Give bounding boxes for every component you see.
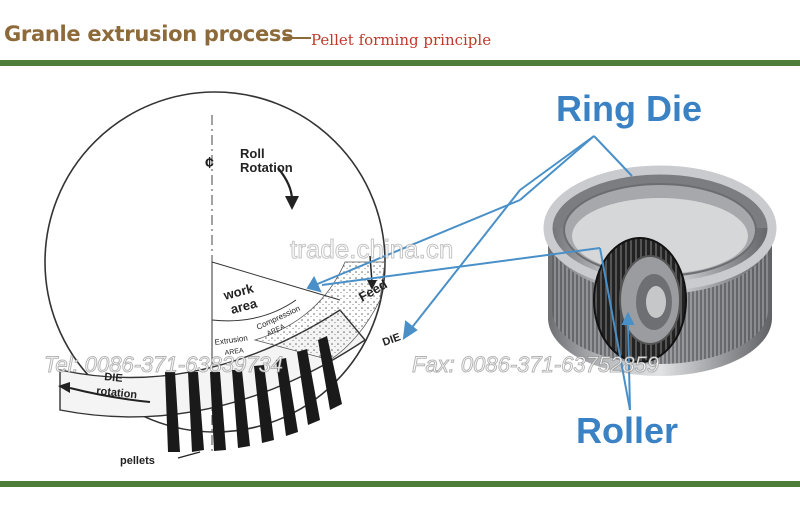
extrusion-area-label: Extrusion — [214, 333, 248, 347]
header: Granle extrusion process Pellet forming … — [0, 0, 800, 60]
roll-rotation-label: Roll — [240, 146, 265, 161]
die-rotation-label: rotation — [96, 385, 138, 401]
work-area-label: area — [229, 295, 259, 317]
title-separator — [283, 37, 311, 39]
die-ring — [59, 309, 367, 418]
centerline-label: ¢ — [205, 155, 214, 172]
ring-die-callout: Ring Die — [556, 88, 703, 129]
watermark-site: trade.china.cn — [289, 234, 454, 265]
page-title: Granle extrusion process — [4, 22, 294, 46]
callout-arrows — [306, 135, 635, 411]
pellets-label: pellets — [120, 455, 155, 467]
die-holes — [165, 336, 342, 452]
die-rotation-arrow — [69, 387, 151, 403]
roller-callout: Roller — [576, 410, 679, 451]
roll-rotation-arrowhead — [285, 196, 299, 210]
watermark-tel: Tel: 0086-371-63839734 — [44, 352, 284, 378]
work-area-line — [211, 261, 341, 301]
die-rotation-label: DIE — [104, 371, 123, 385]
pellets-arrow — [177, 451, 201, 459]
bottom-divider — [0, 481, 800, 487]
top-divider — [0, 60, 800, 66]
extrusion-area-label: AREA — [224, 347, 244, 357]
die-rotation-arrowhead — [58, 382, 70, 393]
page-subtitle: Pellet forming principle — [311, 31, 492, 49]
work-area-arc — [211, 299, 297, 322]
roll-rotation-label: Rotation — [240, 160, 293, 175]
feed-material — [253, 261, 386, 361]
roller-photo — [593, 237, 687, 363]
schematic: ¢ Roll Rotation work area Extrusion AREA… — [44, 91, 402, 467]
feed-arrowhead — [367, 280, 377, 290]
die-label: DIE — [381, 331, 402, 349]
watermark-fax: Fax: 0086-371-63752859 — [411, 352, 660, 378]
ring-die-photo — [543, 165, 777, 376]
pellet-forming-diagram: ¢ Roll Rotation work area Extrusion AREA… — [44, 91, 777, 467]
